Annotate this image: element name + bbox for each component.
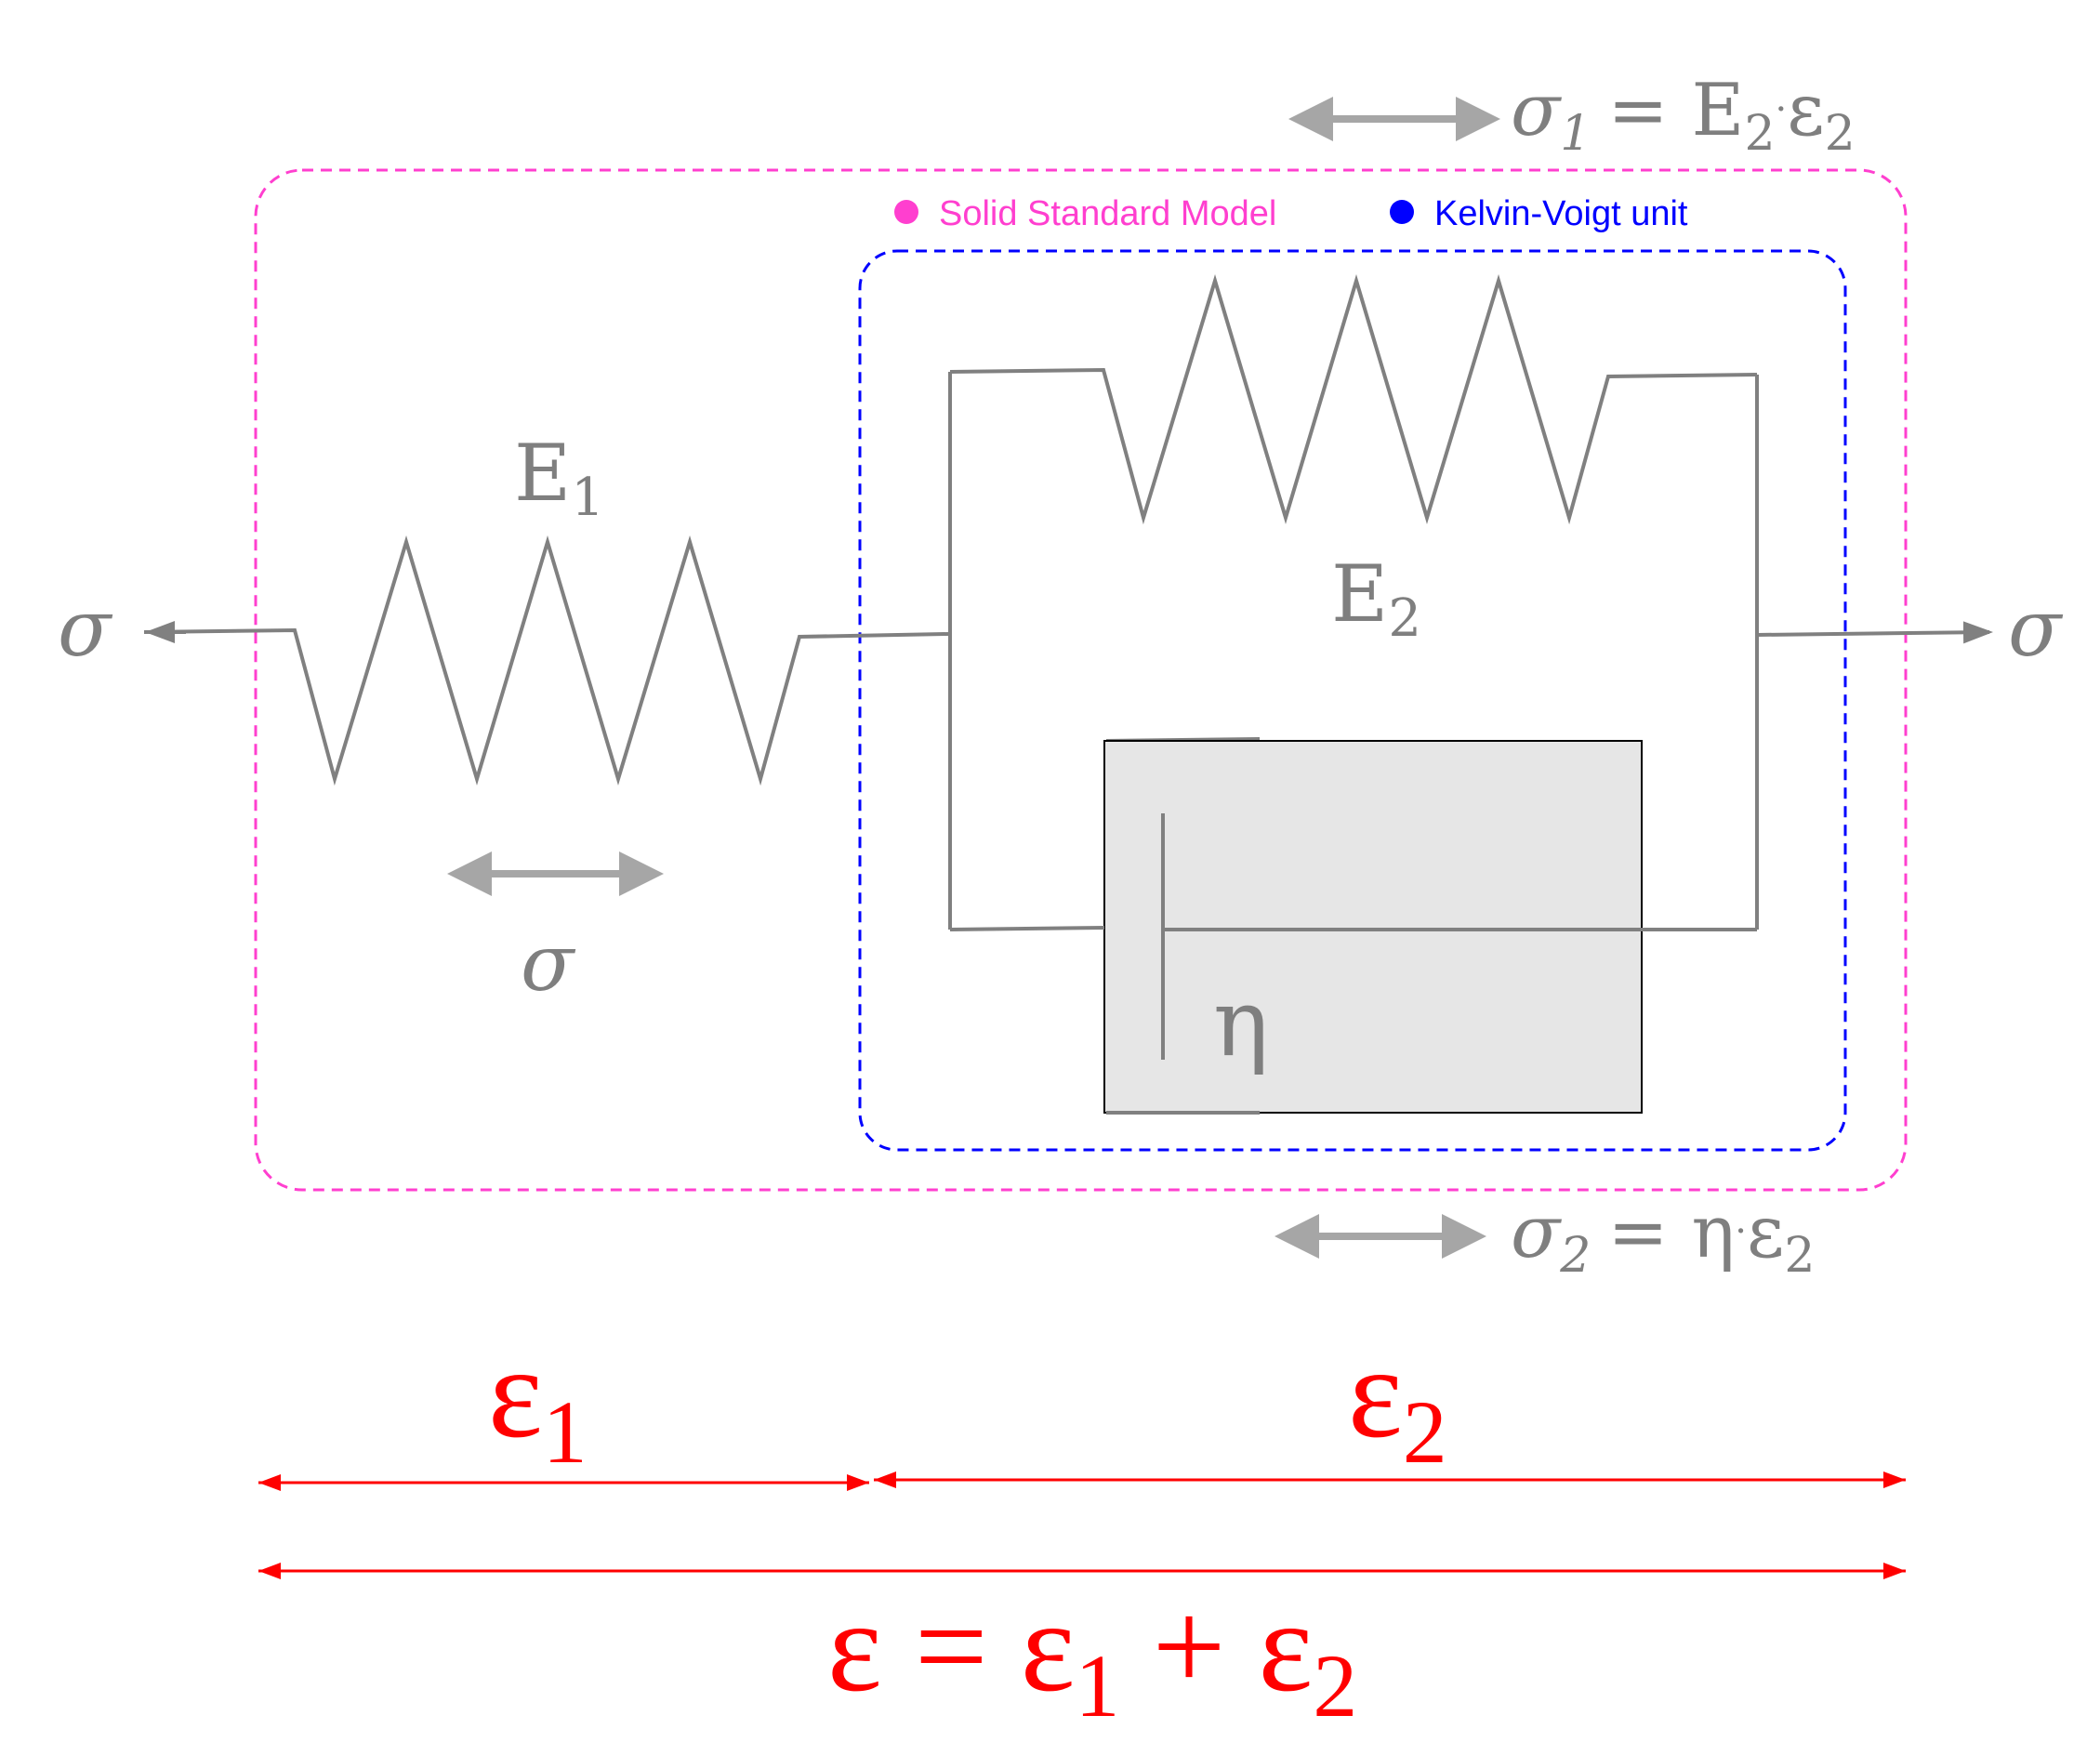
ssm-legend-dot (894, 200, 918, 224)
eps1-label: ε1 (488, 1321, 588, 1482)
kv-legend-label: Kelvin-Voigt unit (1434, 194, 1688, 233)
output-rail (1756, 621, 1993, 644)
sigma-under-e1: σ (521, 917, 576, 1009)
sigma-right: σ (2008, 583, 2064, 674)
spring-e1 (143, 534, 949, 786)
eta-label: η (1213, 969, 1269, 1077)
kv-legend-dot (1390, 200, 1414, 224)
ssm-boundary (254, 168, 1908, 1192)
eps2-label: ε2 (1348, 1321, 1447, 1482)
e2-label: E2 (1331, 548, 1421, 649)
eps-total-equation: ε = ε1 + ε2 (827, 1575, 1357, 1735)
kv-boundary (858, 249, 1847, 1152)
dashpot-left-link (949, 926, 1105, 931)
sigma2-equation: σ2= η·ε2 (1511, 1191, 1815, 1284)
e1-label: E1 (514, 428, 604, 528)
dashpot-body (1103, 740, 1643, 1114)
sigma1-equation: σ1= E2·ε2 (1511, 69, 1856, 162)
spring-e2 (949, 273, 1758, 525)
ssm-legend-label: Solid Standard Model (939, 194, 1276, 233)
sigma-left: σ (58, 583, 113, 674)
